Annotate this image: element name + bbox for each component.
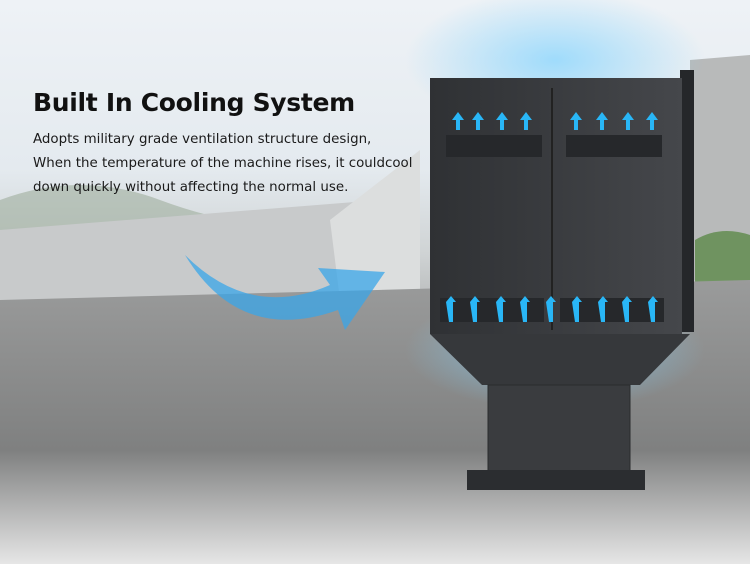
vent-top-left bbox=[446, 135, 542, 157]
kiosk bbox=[430, 70, 694, 490]
kiosk-side bbox=[680, 70, 694, 332]
kiosk-panel bbox=[430, 78, 682, 334]
description-line: Adopts military grade ventilation struct… bbox=[33, 132, 372, 147]
description-line: When the temperature of the machine rise… bbox=[33, 156, 413, 171]
airflow-arrows bbox=[446, 112, 658, 322]
kiosk-foot bbox=[467, 470, 645, 490]
description-line: down quickly without affecting the norma… bbox=[33, 180, 349, 195]
background-hills bbox=[0, 55, 750, 320]
kiosk-pedestal bbox=[487, 384, 631, 474]
vent-top-right bbox=[566, 135, 662, 157]
kiosk-neck bbox=[430, 334, 690, 385]
airflow-arrow bbox=[185, 255, 385, 330]
description: Adopts military grade ventilation struct… bbox=[33, 128, 412, 200]
headline: Built In Cooling System bbox=[33, 88, 355, 117]
